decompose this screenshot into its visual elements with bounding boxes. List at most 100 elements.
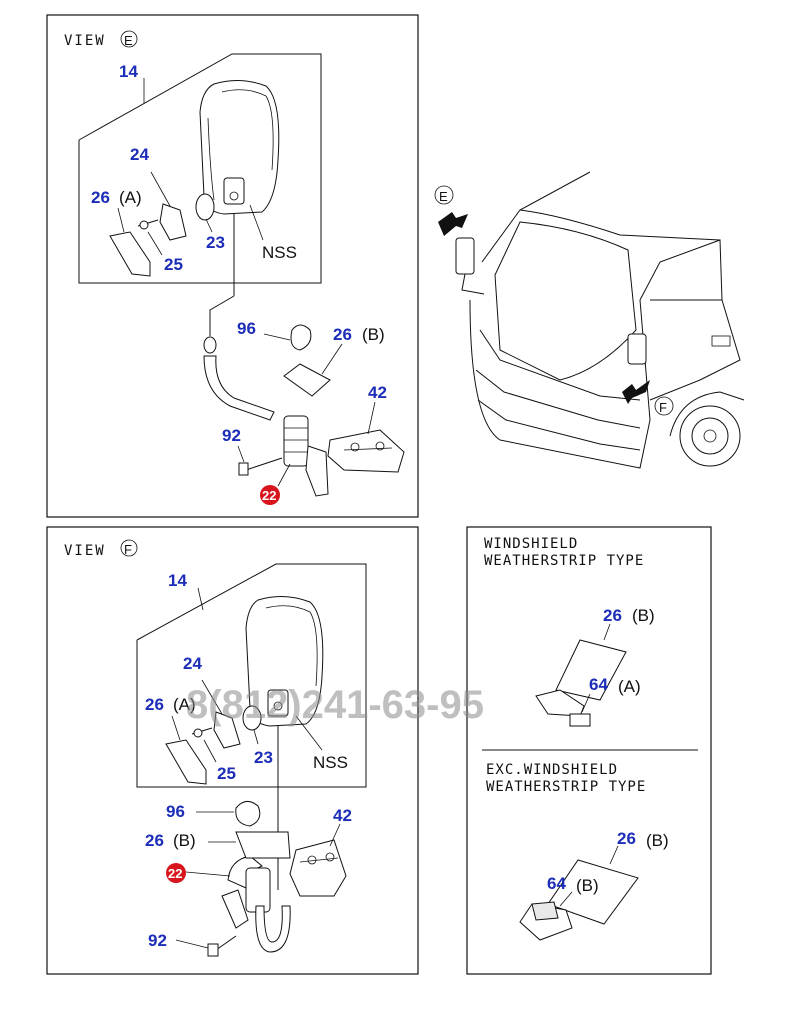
view-e-badge-22-text: 22 [262,488,276,503]
windshield-label-26: 26 [603,606,622,625]
view-e-panel: VIEW E [46,14,419,518]
view-e-leader-nss [249,204,264,241]
windshield-line1: WINDSHIELD [484,536,578,552]
view-e-stay-arm [203,214,309,467]
truck-wheel-arch [669,391,745,437]
view-e-circle-letter: E [124,33,133,48]
exc-windshield-leader-26b [609,845,619,865]
view-f-bracket-42 [289,839,347,897]
view-e-label-26a-suffix: (A) [119,188,142,207]
view-f-part-96 [235,801,261,827]
view-f-title: VIEW [64,543,106,559]
truck-side-window [639,239,723,301]
view-e-part-25 [137,219,159,230]
view-e-part-23 [195,193,215,221]
truck-bumper [477,399,641,451]
view-e-label-25: 25 [164,255,183,274]
truck-door [649,299,741,401]
windshield-line2: WEATHERSTRIP TYPE [484,553,644,569]
view-f-leader-42 [329,823,341,847]
exc-windshield-label-26: 26 [617,829,636,848]
view-e-label-26a: 26 [91,188,110,207]
view-f-leader-25 [203,739,217,763]
view-e-leader-25 [147,231,163,256]
view-e-leader-96 [263,333,291,341]
truck-arrow-f: F [622,380,674,416]
view-e-label-96: 96 [237,319,256,338]
view-f-label-92: 92 [148,931,167,950]
view-f-label-14: 14 [168,571,187,590]
watermark-phone: 8(812)241-63-95 [186,683,484,727]
windshield-label-64: 64 [589,675,608,694]
view-f-badge-22-text: 22 [168,866,182,881]
view-e-leader-26a [117,207,125,233]
truck-door-handle [711,335,731,347]
view-f-label-26a: 26 [145,695,164,714]
truck-mirror-left-stay [461,273,485,295]
truck-cab-top [519,209,721,241]
windshield-leader-64a [581,693,591,713]
exc-windshield-label-64: 64 [547,874,566,893]
view-e-leader-23 [205,218,213,233]
view-f-part-24 [213,711,241,749]
truck-front-face [469,299,651,469]
view-e-leader-24 [150,171,171,207]
view-e-part-26b [283,363,331,397]
view-f-circle-letter: F [124,542,132,557]
view-e-leader-42 [367,401,376,435]
view-f-part-25 [191,727,213,738]
truck-wheel-outer [679,405,741,467]
truck-arrow-e: E [434,185,468,236]
truck-arrow-f-letter: F [659,400,667,415]
view-e-bolt-92 [238,457,283,476]
weatherstrip-panel: WINDSHIELD WEATHERSTRIP TYPE 26 (B) 64 (… [466,526,712,975]
truck-grille-top [479,329,641,401]
view-e-part-26a [109,231,151,277]
view-f-label-26b: 26 [145,831,164,850]
view-e-circle [120,30,138,48]
view-f-panel: VIEW F [46,526,419,975]
view-f-leader-26a [171,715,181,741]
view-f-part-26a [165,739,207,785]
truck-mirror-left [455,237,475,275]
view-f-label-26b-suffix: (B) [173,831,196,850]
truck-roof-line [481,171,591,263]
view-e-label-26b: 26 [333,325,352,344]
truck-illustration: E F [434,171,745,469]
view-f-leader-nss [295,715,323,751]
view-f-mirror-head [245,596,324,727]
view-e-part-96 [290,324,312,351]
view-f-label-96: 96 [166,802,185,821]
truck-arrow-e-letter: E [439,189,448,204]
view-e-label-42: 42 [368,383,387,402]
view-f-label-nss: NSS [313,753,348,772]
truck-wheel-hub [703,429,717,443]
view-f-label-42: 42 [333,806,352,825]
view-e-assembly-box [78,53,322,284]
view-f-label-24: 24 [183,654,202,673]
exc-windshield-label-26-suffix: (B) [646,831,669,850]
view-e-leader-22 [277,463,291,487]
view-e-part-24 [159,203,187,241]
view-f-label-26a-suffix: (A) [173,695,196,714]
view-f-stay-arm [221,726,291,953]
view-e-label-92: 92 [222,426,241,445]
windshield-label-64-suffix: (A) [618,677,641,696]
view-f-leader-24 [201,679,223,715]
view-e-label-26b-suffix: (B) [362,325,385,344]
view-e-badge-22: 22 [260,485,280,505]
view-e-leader-26b [321,343,343,375]
view-e-mirror-head [199,80,280,215]
exc-windshield-line2: WEATHERSTRIP TYPE [486,779,646,795]
view-e-title: VIEW [64,33,106,49]
view-f-part-26b [235,831,291,859]
view-f-assembly-box [136,563,367,788]
view-f-badge-22: 22 [166,863,186,883]
exc-windshield-leader-64b [559,891,573,907]
view-f-label-23: 23 [254,748,273,767]
truck-mirror-right [627,333,647,365]
view-f-label-25: 25 [217,764,236,783]
view-f-leader-22 [185,871,231,877]
view-f-leader-23 [253,729,259,745]
